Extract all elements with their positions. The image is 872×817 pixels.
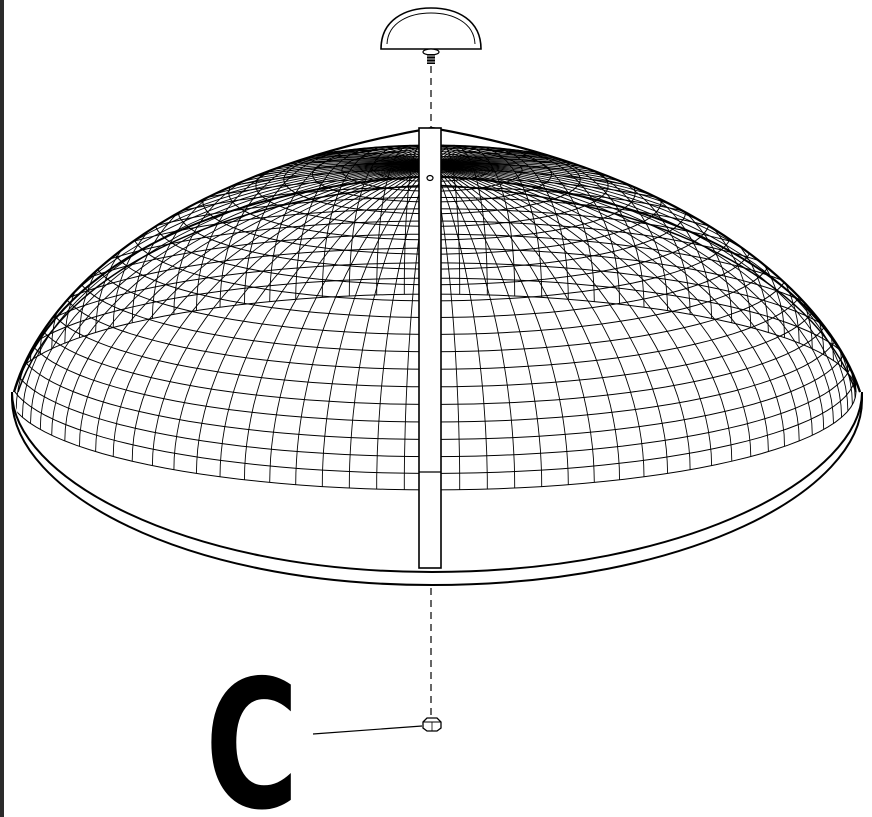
- mesh-meridian: [431, 164, 825, 430]
- mesh-meridian: [431, 164, 569, 485]
- strap-bolt-hole: [426, 174, 434, 182]
- mesh-meridian: [195, 150, 433, 311]
- mesh-meridian: [295, 146, 433, 300]
- mesh-meridian: [431, 164, 669, 474]
- mesh-meridian: [431, 164, 800, 441]
- mesh-meridian: [431, 164, 843, 418]
- mesh-meridian: [295, 164, 433, 485]
- mesh-meridian: [431, 164, 769, 452]
- mesh-meridian: [14, 164, 433, 399]
- dome-bottom-rim-outer: [11, 399, 863, 587]
- mesh-meridian: [348, 145, 433, 297]
- mesh-meridian: [269, 164, 433, 483]
- mesh-meridian: [431, 164, 856, 399]
- mesh-meridian: [431, 164, 752, 457]
- mesh-meridian: [431, 164, 488, 490]
- callout-leader-line: [312, 725, 423, 735]
- mesh-meridian: [431, 164, 595, 483]
- mesh-meridian: [219, 164, 433, 477]
- dome-bottom-rim: [11, 391, 863, 574]
- mesh-meridian: [39, 164, 433, 430]
- callout-letter-c: C: [205, 642, 299, 817]
- mesh-meridian: [431, 164, 645, 477]
- mesh-meridian: [112, 164, 433, 457]
- mesh-meridian: [131, 164, 433, 462]
- frame-edge: [0, 0, 4, 817]
- finial-knob: [380, 7, 482, 64]
- hex-nut: [422, 717, 442, 732]
- center-support-strap: [418, 127, 442, 569]
- mesh-meridian: [195, 164, 433, 474]
- mesh-meridian: [431, 164, 813, 436]
- dome-knob-icon: [380, 7, 482, 50]
- mesh-meridian: [95, 164, 433, 452]
- mesh-meridian: [173, 164, 433, 470]
- mesh-meridian: [321, 164, 433, 487]
- mesh-meridian: [431, 164, 516, 489]
- mesh-meridian: [376, 164, 433, 490]
- mesh-meridian: [269, 147, 433, 302]
- mesh-meridian: [431, 164, 733, 462]
- mesh-meridian: [431, 164, 543, 487]
- mesh-meridian: [321, 145, 433, 298]
- mesh-meridian: [219, 149, 433, 308]
- mesh-meridian: [244, 148, 433, 305]
- mesh-meridian: [348, 164, 433, 489]
- mesh-meridian: [51, 164, 433, 436]
- mesh-meridian: [431, 164, 691, 470]
